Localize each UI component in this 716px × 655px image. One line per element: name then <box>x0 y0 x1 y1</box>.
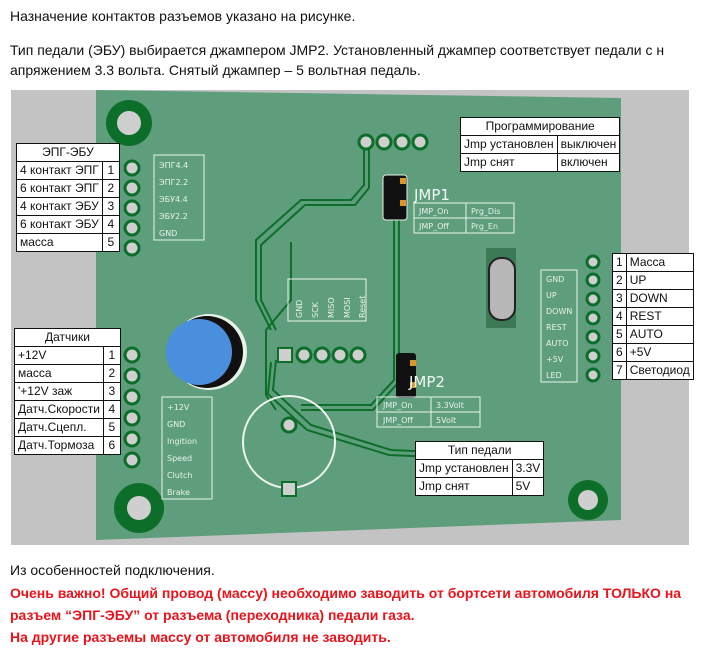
electrolytic-capacitor <box>166 314 247 390</box>
silk-label: SCK <box>311 301 320 318</box>
jumper-jmp2 <box>396 353 416 398</box>
pcb-traces <box>255 145 437 458</box>
warning-line-3: На другие разъемы массу от автомобиля не… <box>10 629 391 645</box>
table-title: Тип педали <box>414 441 545 460</box>
silk-label: +5V <box>546 355 564 364</box>
silk-jmp2: JMP2 JMP_On 3.3Volt JMP_Off 5Volt <box>376 373 481 428</box>
silk-label: 3.3Volt <box>436 401 464 410</box>
silk-jmp1: JMP1 JMP_On Prg_Dis JMP_Off Prg_En <box>413 186 515 234</box>
silk-label: GND <box>295 300 304 318</box>
table-row: Датч.Сцепл.5 <box>14 418 121 437</box>
silk-jmp2-name: JMP2 <box>408 373 445 391</box>
buttons-pin-header <box>585 254 601 383</box>
silk-label: Reset <box>358 296 367 318</box>
notes-heading: Из особенностей подключения. <box>10 562 215 578</box>
intro-line-3: апряжением 3.3 вольта. Снятый джампер – … <box>10 62 421 78</box>
silk-label: Prg_Dis <box>471 207 500 216</box>
silk-button-labels: GND UP DOWN REST AUTO +5V LED <box>540 269 578 383</box>
silk-label: MOSI <box>343 297 352 318</box>
silk-label: ЭПГ2.2 <box>159 178 188 187</box>
buzzer-footprint <box>242 395 336 497</box>
silk-label: GND <box>159 229 177 238</box>
table-row: 6+5V <box>612 343 694 362</box>
silk-epg-labels: ЭПГ4.4 ЭПГ2.2 ЭБУ4.4 ЭБУ2.2 GND <box>153 154 205 241</box>
mounting-hole-top-left <box>106 100 152 146</box>
silk-label: ЭПГ4.4 <box>159 161 188 170</box>
silk-label: REST <box>546 323 567 332</box>
silk-label: ЭБУ2.2 <box>159 212 188 221</box>
sensor-pin-header <box>123 346 141 469</box>
silk-label: LED <box>546 371 562 380</box>
pcb-figure: ЭПГ4.4 ЭПГ2.2 ЭБУ4.4 ЭБУ2.2 GND +12V GND… <box>11 90 694 545</box>
silk-jmp1-name: JMP1 <box>413 186 450 204</box>
silk-label: UP <box>546 291 557 300</box>
silk-label: JMP_Off <box>418 222 449 231</box>
silk-label: JMP_Off <box>382 416 413 425</box>
silk-label: Brake <box>167 488 190 497</box>
silk-isp-labels: GND SCK MISO MOSI Reset <box>287 278 367 322</box>
silk-label: 5Volt <box>436 416 456 425</box>
epg-ecu-pin-header <box>123 159 141 257</box>
isp-pin-header <box>277 346 367 364</box>
crystal-oscillator <box>486 248 516 328</box>
warning-line-1: Очень важно! Общий провод (массу) необхо… <box>10 585 682 601</box>
silk-label: +12V <box>167 403 190 412</box>
mounting-hole-bottom-left <box>114 483 164 533</box>
table-title: Программирование <box>459 117 621 136</box>
silk-label: AUTO <box>546 339 569 348</box>
table-title: ЭПГ-ЭБУ <box>16 143 120 162</box>
silk-label: ЭБУ4.4 <box>159 195 188 204</box>
silk-label: Clutch <box>167 471 192 480</box>
silk-label: JMP_On <box>418 207 448 216</box>
warning-line-2: разъем “ЭПГ-ЭБУ” от разъема (переходника… <box>10 607 415 623</box>
intro-line-1: Назначение контактов разъемов указано на… <box>10 8 356 24</box>
silk-label: GND <box>167 420 185 429</box>
silk-label: Prg_En <box>471 222 498 231</box>
silk-label: Speed <box>167 454 192 463</box>
silk-label: DOWN <box>546 307 572 316</box>
mounting-hole-bottom-right <box>568 480 608 520</box>
silk-label: MISO <box>327 297 336 318</box>
table-title: Датчики <box>14 328 121 347</box>
silk-label: GND <box>546 275 564 284</box>
silk-sensor-labels: +12V GND Ingition Speed Clutch Brake <box>161 396 213 500</box>
jumper-jmp1 <box>382 174 408 221</box>
top-pin-header <box>357 133 429 151</box>
silk-label: JMP_On <box>382 401 412 410</box>
intro-line-2: Тип педали (ЭБУ) выбирается джампером JM… <box>10 42 665 58</box>
silk-label: Ingition <box>167 437 197 446</box>
